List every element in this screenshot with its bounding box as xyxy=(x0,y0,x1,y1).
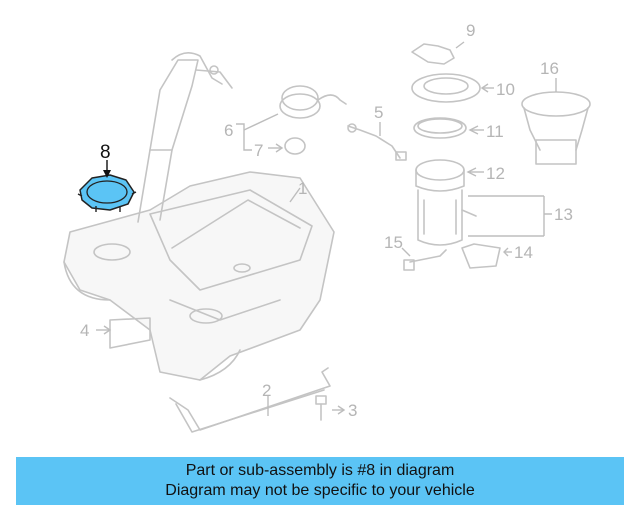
callout-5: 5 xyxy=(374,103,383,122)
caption-line-1: Part or sub-assembly is #8 in diagram xyxy=(185,462,455,479)
connector-part-9 xyxy=(411,41,465,65)
callout-10: 10 xyxy=(496,80,515,99)
callout-14: 14 xyxy=(514,243,533,262)
callout-1: 1 xyxy=(298,179,307,198)
pump-module-part-13 xyxy=(417,189,552,246)
caption-line-2: Diagram may not be specific to your vehi… xyxy=(165,482,475,499)
callout-13: 13 xyxy=(554,205,573,224)
callout-4: 4 xyxy=(80,321,89,340)
callout-7: 7 xyxy=(254,141,263,160)
lock-ring-part-8 xyxy=(77,160,137,212)
filler-neck xyxy=(137,52,233,223)
callout-8: 8 xyxy=(100,142,111,163)
callout-3: 3 xyxy=(348,401,357,420)
callout-12: 12 xyxy=(486,164,505,183)
pump-top-part-12 xyxy=(415,159,484,192)
sensor-wire-part-5 xyxy=(347,122,407,161)
fuel-tank-part-1 xyxy=(63,171,335,381)
fuel-cap-part-6 xyxy=(243,85,347,131)
caption-banner: Part or sub-assembly is #8 in diagram Di… xyxy=(16,457,624,505)
pump-assembly-part-16 xyxy=(521,78,591,165)
parts-diagram: 1 2 3 4 5 6 7 8 9 10 11 12 13 14 15 16 xyxy=(63,21,591,433)
pump-flange-part-10 xyxy=(411,73,494,103)
bolt-part-3 xyxy=(315,395,346,421)
callout-6: 6 xyxy=(224,121,233,140)
harness-part-15 xyxy=(401,247,447,271)
callout-15: 15 xyxy=(384,233,403,252)
callout-11: 11 xyxy=(486,122,504,141)
bracket-part-14 xyxy=(461,243,512,269)
bracket-part-4 xyxy=(96,317,151,349)
callout-9: 9 xyxy=(466,21,475,40)
callout-16: 16 xyxy=(540,59,559,78)
o-ring-part-7 xyxy=(236,123,306,155)
seal-ring-part-11 xyxy=(413,117,484,139)
callout-2: 2 xyxy=(262,381,271,400)
tank-strap-part-2 xyxy=(169,367,331,433)
